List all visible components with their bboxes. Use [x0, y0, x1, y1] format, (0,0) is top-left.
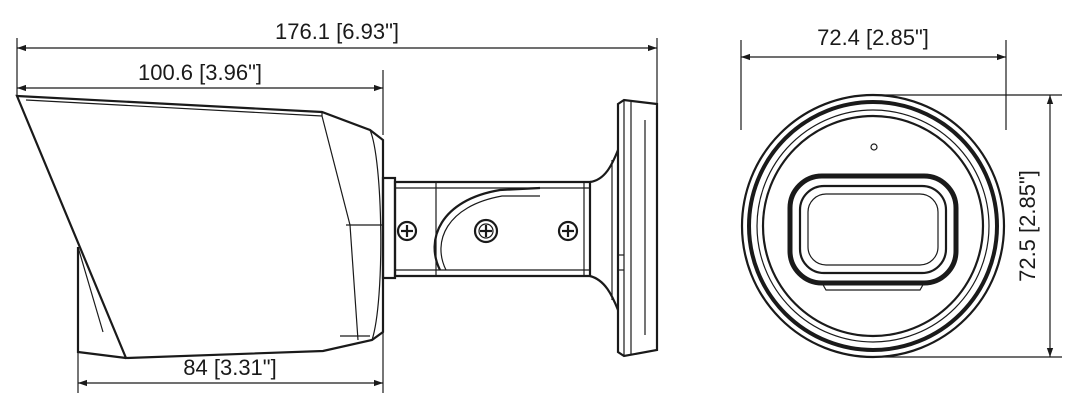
camera-housing: [15, 94, 385, 360]
overall-length-dimension: 176.1 [6.93"]: [17, 19, 657, 52]
bottom-length-label: 84 [3.31"]: [183, 355, 276, 380]
bottom-length-dimension: 84 [3.31"]: [78, 355, 383, 387]
front-height-label: 72.5 [2.85"]: [1015, 170, 1040, 282]
extension-lines: [16, 38, 658, 393]
ir-window: [787, 173, 959, 291]
mounting-bracket: [381, 149, 624, 311]
housing-length-dimension: 100.6 [3.96"]: [17, 60, 383, 92]
overall-length-label: 176.1 [6.93"]: [275, 19, 399, 44]
front-width-label: 72.4 [2.85"]: [817, 25, 929, 50]
housing-length-label: 100.6 [3.96"]: [138, 60, 262, 85]
side-view: 176.1 [6.93"] 100.6 [3.96"] 84 [3.31"]: [15, 19, 659, 393]
wall-base-plate: [616, 98, 659, 358]
front-housing: [740, 93, 1006, 359]
front-view: 72.4 [2.85"] 72.5 [2.85"]: [740, 25, 1062, 359]
bracket-screw-left: [396, 220, 418, 242]
sensor-hole: [870, 143, 878, 151]
bracket-screw-center: [473, 218, 499, 244]
bracket-screw-right: [557, 220, 579, 242]
front-width-dimension: 72.4 [2.85"]: [741, 25, 1006, 61]
front-height-dimension: 72.5 [2.85"]: [1015, 95, 1054, 357]
